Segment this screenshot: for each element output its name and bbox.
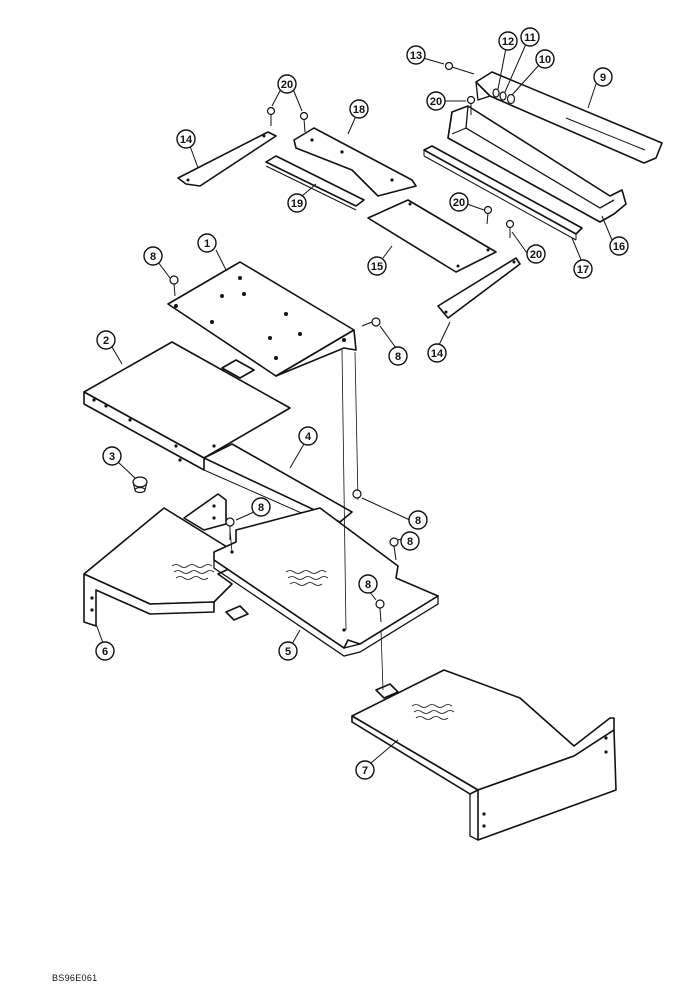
screw-icon <box>483 205 493 225</box>
part-16-channel <box>447 105 627 223</box>
callout: 4 <box>298 426 318 446</box>
callout: 3 <box>102 446 122 466</box>
callout-label: 8 <box>365 579 371 591</box>
part-14-strip-upper <box>177 131 277 187</box>
part-3-plug <box>132 476 148 494</box>
callout: 5 <box>278 641 298 661</box>
part-6-plate <box>83 493 249 627</box>
screw-icon <box>389 537 399 561</box>
callout-label: 5 <box>285 646 291 658</box>
callout-label: 14 <box>431 348 444 360</box>
callout-label: 2 <box>103 335 109 347</box>
callout-label: 16 <box>613 241 625 253</box>
callout: 14 <box>427 343 447 363</box>
callout: 10 <box>535 49 555 69</box>
callout-label: 8 <box>258 502 264 514</box>
part-14-strip-lower <box>437 257 521 319</box>
callout-label: 4 <box>305 431 312 443</box>
screw-icon <box>375 599 385 623</box>
part-7-plate <box>351 669 617 841</box>
screw-icon <box>169 275 179 297</box>
bolt-icon <box>444 61 475 75</box>
anti-slip-texture <box>171 564 455 720</box>
screw-icon <box>361 317 381 327</box>
fasteners <box>169 61 516 623</box>
callout: 20 <box>426 91 446 111</box>
callout: 8 <box>251 497 271 517</box>
callout-label: 20 <box>453 197 465 209</box>
leader-lines <box>95 43 613 764</box>
callout-label: 3 <box>109 451 115 463</box>
screw-icon <box>266 106 276 126</box>
figure-code: BS96E061 <box>52 973 98 983</box>
part-17-strip <box>423 145 583 241</box>
screw-icon <box>466 95 476 115</box>
screw-icon <box>299 111 309 133</box>
callout: 14 <box>176 129 196 149</box>
callout-label: 8 <box>150 251 156 263</box>
callout-label: 19 <box>291 198 303 210</box>
callout: 8 <box>143 246 163 266</box>
callout-label: 17 <box>577 264 589 276</box>
callout: 20 <box>449 192 469 212</box>
callout: 2 <box>96 330 116 350</box>
callout-label: 10 <box>539 54 551 66</box>
part-15-cover <box>367 199 497 273</box>
callout-label: 8 <box>407 536 413 548</box>
callout-label: 8 <box>415 515 421 527</box>
callout: 8 <box>408 510 428 530</box>
callout: 6 <box>95 641 115 661</box>
callout: 19 <box>287 193 307 213</box>
part-18-plate <box>293 127 417 197</box>
part-9-bracket <box>475 71 663 164</box>
callout: 12 <box>498 31 518 51</box>
screw-icon <box>225 517 235 540</box>
screw-icon <box>352 489 362 499</box>
callout: 8 <box>358 574 378 594</box>
callout-label: 20 <box>530 249 542 261</box>
callout-label: 20 <box>430 96 442 108</box>
callout-label: 20 <box>281 79 293 91</box>
callout: 18 <box>349 99 369 119</box>
callout: 20 <box>277 74 297 94</box>
callout-label: 8 <box>395 351 401 363</box>
callout-label: 15 <box>371 261 383 273</box>
callout-label: 11 <box>524 32 536 44</box>
part-5-plate <box>213 507 439 657</box>
callout-label: 1 <box>204 238 210 250</box>
nut-icon <box>506 93 516 105</box>
callout-label: 18 <box>353 104 365 116</box>
part-1-plate <box>167 261 357 377</box>
callout: 1 <box>197 233 217 253</box>
callout-label: 13 <box>410 50 422 62</box>
callout-label: 6 <box>102 646 108 658</box>
callout-label: 14 <box>180 134 193 146</box>
callout: 11 <box>520 27 540 47</box>
callout: 8 <box>400 531 420 551</box>
callout: 9 <box>593 67 613 87</box>
callout-label: 12 <box>502 36 514 48</box>
callout-label: 9 <box>600 72 606 84</box>
part-2-plate <box>83 341 291 471</box>
callout: 8 <box>388 346 408 366</box>
washer-icon <box>492 88 500 98</box>
screw-icon <box>505 219 515 238</box>
callout: 16 <box>609 236 629 256</box>
callout: 7 <box>355 760 375 780</box>
callout: 13 <box>406 45 426 65</box>
washer-icon <box>499 91 507 101</box>
callout: 20 <box>526 244 546 264</box>
callout: 15 <box>367 256 387 276</box>
callout: 17 <box>573 259 593 279</box>
callout-label: 7 <box>362 765 368 777</box>
